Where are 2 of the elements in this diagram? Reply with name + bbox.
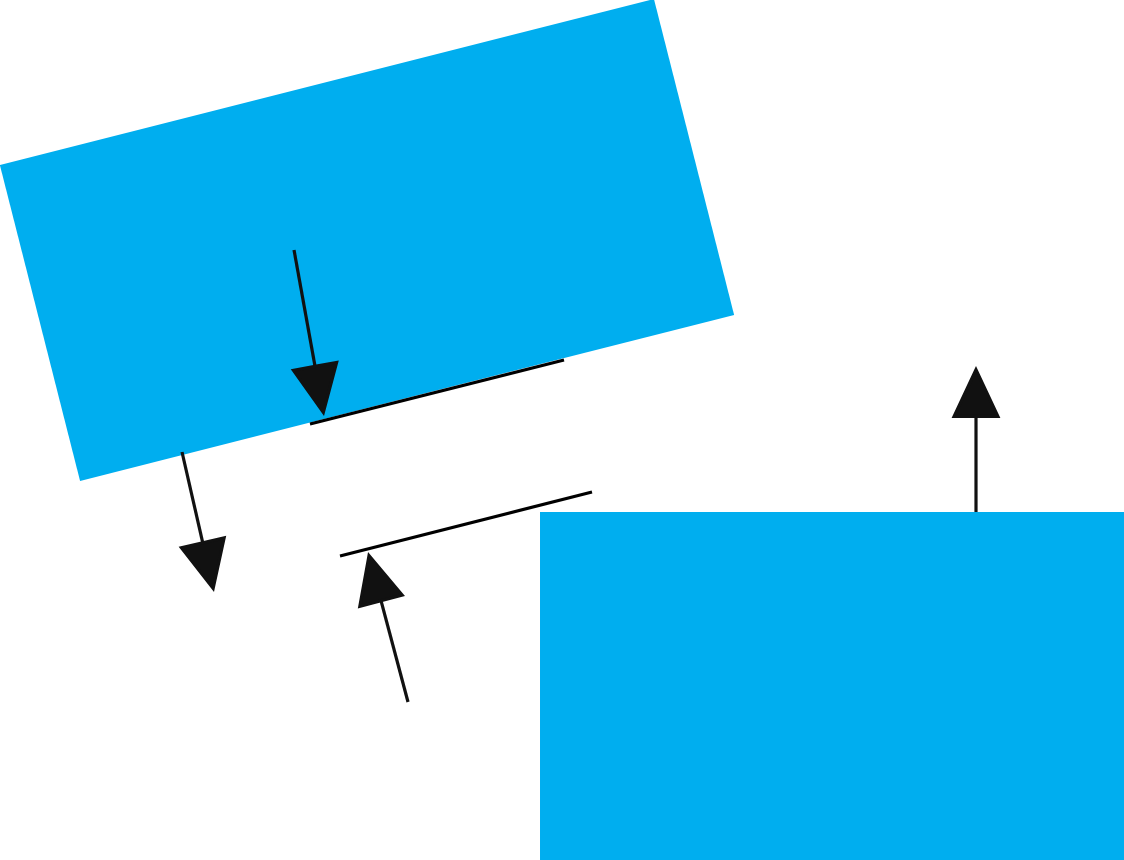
block	[540, 512, 1124, 860]
block	[0, 0, 735, 481]
